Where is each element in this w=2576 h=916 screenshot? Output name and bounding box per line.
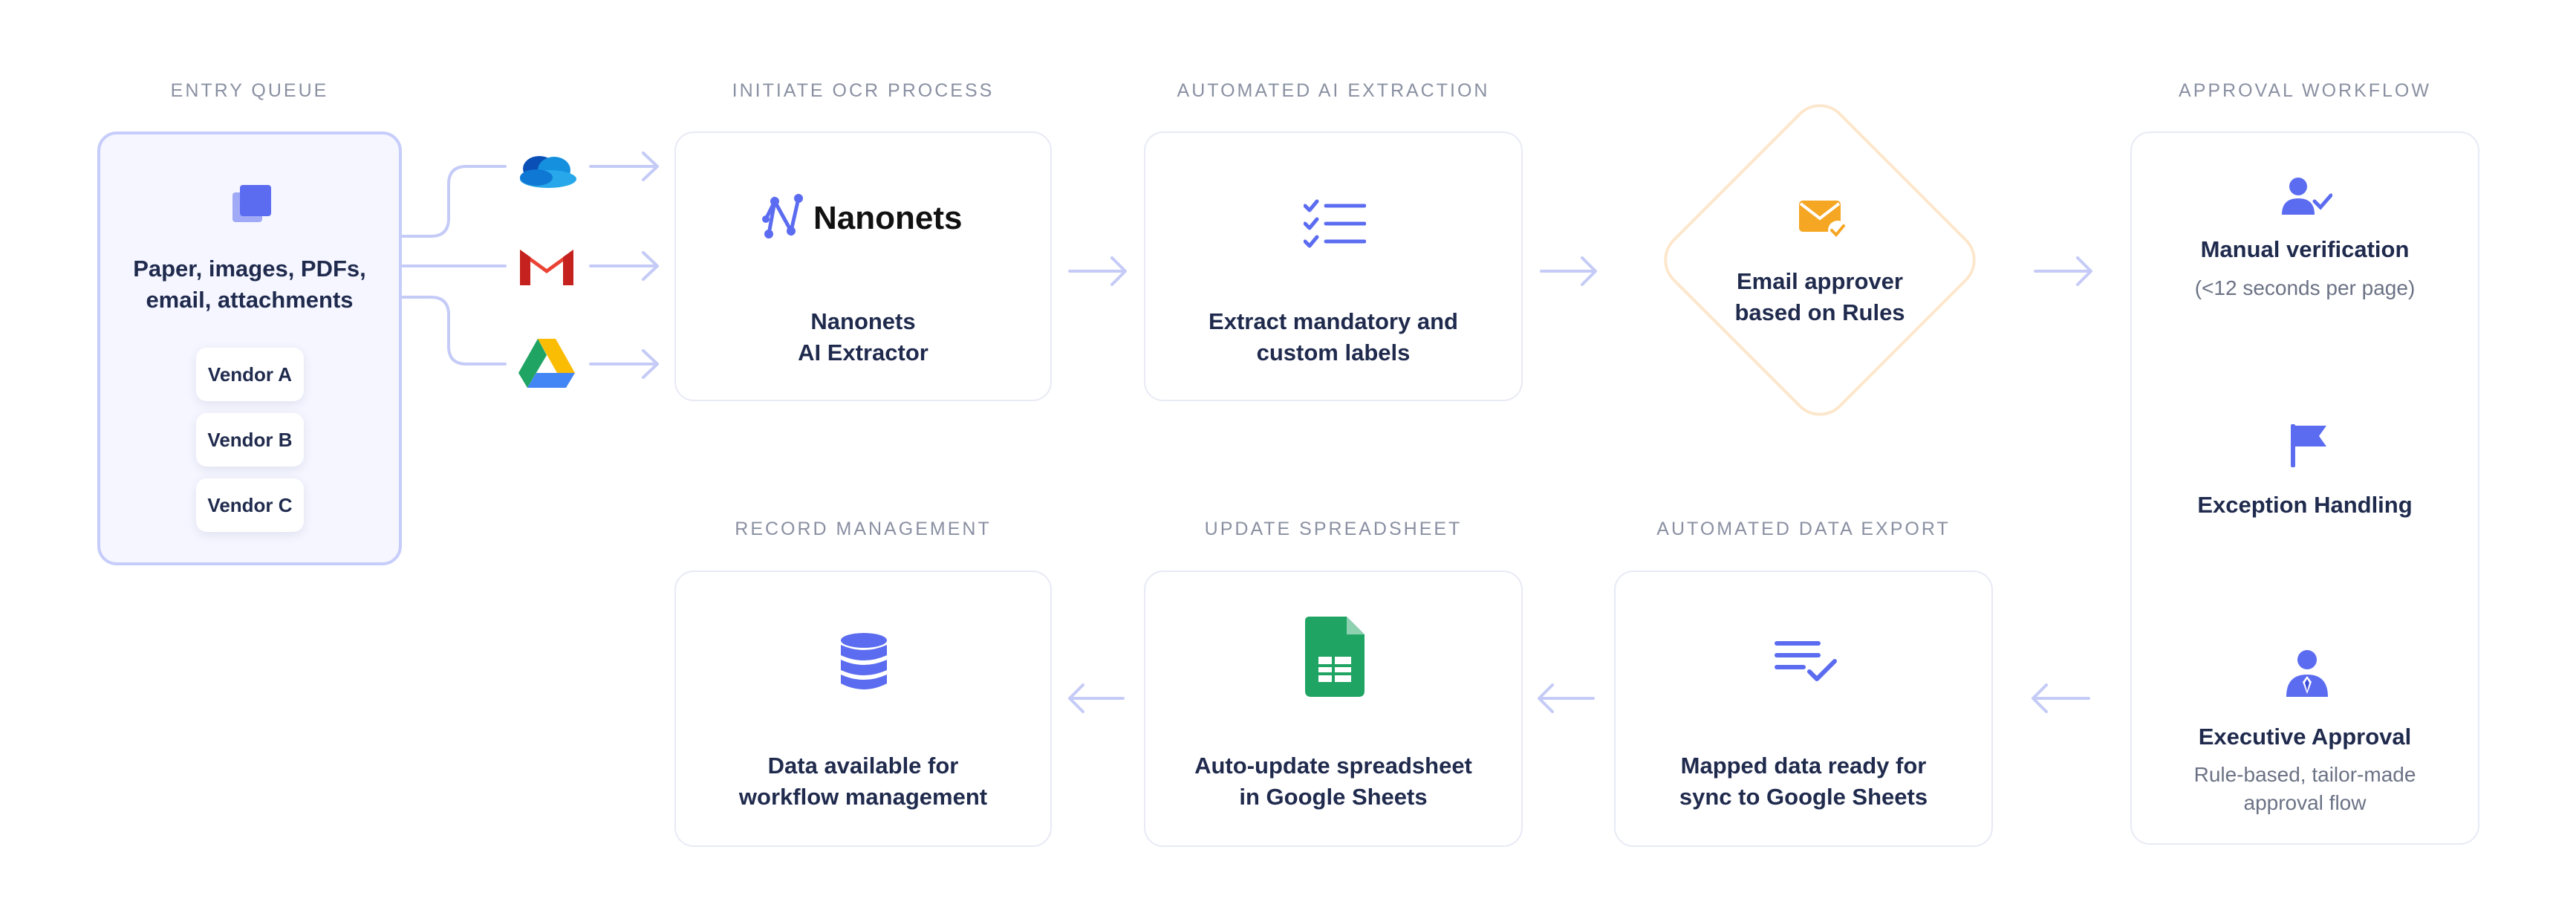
data-export-title: AUTOMATED DATA EXPORT bbox=[1656, 519, 1951, 539]
vendor-c-chip[interactable]: Vendor C bbox=[196, 478, 304, 532]
vendor-a-chip[interactable]: Vendor A bbox=[196, 348, 304, 401]
ocr-card: Nanonets Nanonets AI Extractor bbox=[674, 131, 1052, 401]
google-drive-icon bbox=[510, 327, 584, 401]
executive-approval-label: Executive Approval bbox=[2198, 724, 2412, 750]
entry-description: Paper, images, PDFs, email, attachments bbox=[133, 256, 366, 313]
documents-icon bbox=[230, 182, 274, 227]
exception-handling-label: Exception Handling bbox=[2197, 492, 2413, 518]
ai-extraction-title: AUTOMATED AI EXTRACTION bbox=[1177, 80, 1490, 101]
checklist-icon bbox=[1304, 198, 1366, 249]
google-sheets-icon bbox=[1305, 617, 1365, 697]
ocr-process-title: INITIATE OCR PROCESS bbox=[732, 80, 995, 101]
record-management-text: Data available for workflow management bbox=[738, 753, 988, 810]
nanonets-logo-text: Nanonets bbox=[813, 200, 963, 236]
mail-check-icon bbox=[1798, 198, 1850, 241]
executive-approval-sub: Rule-based, tailor-made approval flow bbox=[2193, 763, 2416, 814]
data-export-text: Mapped data ready for sync to Google She… bbox=[1679, 753, 1928, 810]
approval-workflow-card: Manual verification (<12 seconds per pag… bbox=[2130, 131, 2479, 845]
ai-extraction-text: Extract mandatory and custom labels bbox=[1209, 308, 1458, 366]
record-management-title: RECORD MANAGEMENT bbox=[735, 519, 992, 539]
data-export-card: Mapped data ready for sync to Google She… bbox=[1614, 571, 1993, 847]
manual-verification-label: Manual verification bbox=[2200, 236, 2410, 262]
list-check-icon bbox=[1774, 639, 1838, 683]
nanonets-logo-icon bbox=[762, 194, 803, 238]
database-icon bbox=[839, 633, 888, 692]
email-approver-text: Email approver based on Rules bbox=[1734, 268, 1905, 325]
approval-workflow-title: APPROVAL WORKFLOW bbox=[2179, 80, 2431, 101]
gmail-icon bbox=[510, 229, 584, 303]
update-spreadsheet-title: UPDATE SPREADSHEET bbox=[1204, 519, 1463, 539]
manual-verification-sub: (<12 seconds per page) bbox=[2194, 276, 2416, 299]
nanonets-logo: Nanonets bbox=[761, 192, 977, 244]
flag-icon bbox=[2289, 423, 2328, 469]
entry-queue-title: ENTRY QUEUE bbox=[170, 80, 329, 101]
email-approver-content: Email approver based on Rules bbox=[1686, 193, 1954, 342]
entry-queue-card: Paper, images, PDFs, email, attachments … bbox=[97, 131, 402, 565]
executive-icon bbox=[2285, 649, 2329, 698]
ai-extraction-card: Extract mandatory and custom labels bbox=[1144, 131, 1523, 401]
record-management-card: Data available for workflow management bbox=[674, 571, 1052, 847]
vendor-b-chip[interactable]: Vendor B bbox=[196, 413, 304, 467]
user-check-icon bbox=[2280, 176, 2332, 218]
update-spreadsheet-card: Auto-update spreadsheet in Google Sheets bbox=[1144, 571, 1523, 847]
onedrive-icon bbox=[510, 130, 584, 204]
ocr-card-text: Nanonets AI Extractor bbox=[798, 308, 928, 366]
update-spreadsheet-text: Auto-update spreadsheet in Google Sheets bbox=[1194, 753, 1472, 810]
